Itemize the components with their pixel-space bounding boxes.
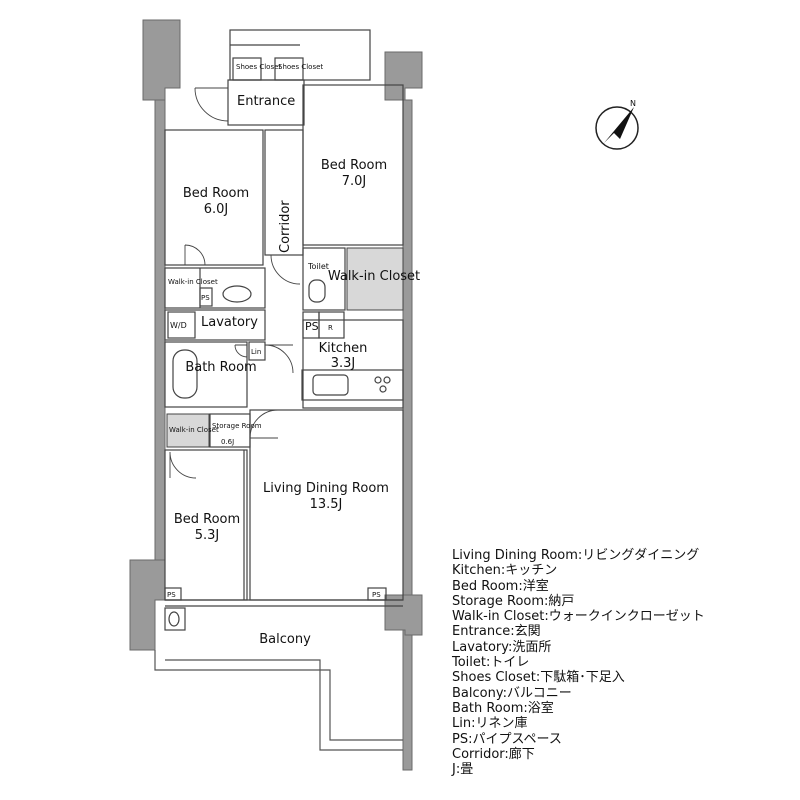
ps-bottom-right-label: PS bbox=[372, 591, 381, 599]
legend-item: Storage Room:納戸 bbox=[452, 593, 575, 609]
legend-item: Bed Room:洋室 bbox=[452, 578, 549, 594]
bed-room-5-size: 5.3J bbox=[195, 528, 220, 543]
bed-room-7-size: 7.0J bbox=[342, 174, 367, 189]
shoes-closet-right-label: Shoes Closet bbox=[278, 63, 323, 71]
legend-item: PS:パイプスペース bbox=[452, 731, 562, 747]
ps-kitchen-label: PS bbox=[305, 320, 319, 333]
bed-room-6-label: Bed Room bbox=[183, 186, 249, 201]
kitchen-size: 3.3J bbox=[331, 356, 356, 371]
legend-item: J:畳 bbox=[452, 762, 474, 778]
structural-walls bbox=[129, 19, 423, 771]
bath-room-label: Bath Room bbox=[185, 360, 256, 375]
shoes-closet-left-label: Shoes Closet bbox=[236, 63, 281, 71]
storage-room-label: Storage Room bbox=[212, 422, 262, 430]
walkin-closet-lower-label: Walk-in Closet bbox=[169, 426, 219, 434]
walkin-closet-large-label: Walk-in Closet bbox=[328, 269, 420, 284]
bed-room-6-size: 6.0J bbox=[204, 202, 229, 217]
entrance-area bbox=[194, 29, 371, 126]
legend-item: Balcony:バルコニー bbox=[452, 685, 572, 701]
lin-label: Lin bbox=[251, 348, 261, 356]
r-label: R bbox=[328, 324, 333, 332]
walkin-closet-upper-label: Walk-in Closet bbox=[168, 278, 218, 286]
storage-room-size: 0.6J bbox=[221, 438, 234, 446]
legend-item: Bath Room:浴室 bbox=[452, 700, 554, 716]
ps-upper-label: PS bbox=[201, 294, 210, 302]
room-labels: Shoes Closet Shoes Closet Entrance Bed R… bbox=[167, 63, 420, 647]
balcony-label: Balcony bbox=[259, 632, 311, 647]
ps-bottom-left-label: PS bbox=[167, 591, 176, 599]
kitchen-label: Kitchen bbox=[319, 341, 368, 356]
doors bbox=[169, 244, 301, 479]
legend-item: Kitchen:キッチン bbox=[452, 563, 558, 579]
compass: N bbox=[595, 99, 639, 150]
legend-item: Toilet:トイレ bbox=[452, 655, 530, 671]
legend-item: Walk-in Closet:ウォークインクローゼット bbox=[452, 609, 705, 625]
legend-item: Shoes Closet:下駄箱･下足入 bbox=[452, 670, 625, 686]
bed-room-7-label: Bed Room bbox=[321, 158, 387, 173]
entrance-label: Entrance bbox=[237, 94, 295, 109]
living-dining-label: Living Dining Room bbox=[263, 481, 389, 496]
wd-label: W/D bbox=[170, 321, 187, 330]
bed-room-5-label: Bed Room bbox=[174, 512, 240, 527]
living-dining-size: 13.5J bbox=[310, 497, 343, 512]
north-arrow-icon bbox=[604, 107, 634, 143]
legend-item: Entrance:玄関 bbox=[452, 624, 541, 640]
compass-north-label: N bbox=[630, 99, 636, 108]
toilet-label: Toilet bbox=[307, 262, 329, 271]
compass-circle bbox=[595, 106, 639, 150]
room-outlines bbox=[164, 84, 404, 631]
legend-item: Living Dining Room:リビングダイニング bbox=[452, 548, 700, 563]
lavatory-label: Lavatory bbox=[201, 315, 258, 330]
legend-item: Corridor:廊下 bbox=[452, 746, 535, 762]
corridor-label: Corridor bbox=[278, 200, 293, 253]
legend-item: Lin:リネン庫 bbox=[452, 716, 528, 732]
legend-item: Lavatory:洗面所 bbox=[452, 639, 552, 655]
